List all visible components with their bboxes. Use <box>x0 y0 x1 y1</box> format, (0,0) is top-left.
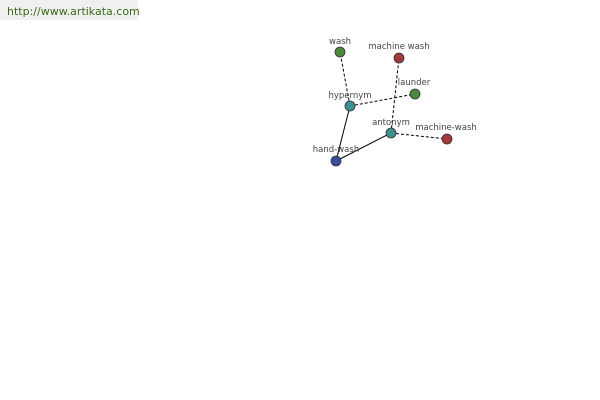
edges-layer <box>335 51 448 162</box>
url-bar: http://www.artikata.com <box>0 0 140 20</box>
edge-hypernym-wash <box>339 51 351 107</box>
node-machine_wash_2[interactable] <box>441 133 453 145</box>
edge-antonym-machine_wash_2 <box>390 132 448 140</box>
edge-hand_wash-antonym <box>335 132 392 162</box>
node-hand_wash[interactable] <box>330 155 342 167</box>
node-label-hypernym: hypernym <box>328 91 371 101</box>
node-label-launder: launder <box>398 78 431 88</box>
edge-antonym-machine_wash_1 <box>390 57 400 134</box>
site-url-link[interactable]: http://www.artikata.com <box>7 5 140 18</box>
edge-hand_wash-hypernym <box>335 105 351 162</box>
node-wash[interactable] <box>334 46 346 58</box>
nodes-layer <box>330 46 453 167</box>
labels-layer: wash machine wash launder hypernym antonym ma… <box>313 37 477 155</box>
node-label-machine_wash_1: machine wash <box>368 42 429 52</box>
node-label-wash: wash <box>329 37 351 47</box>
node-label-machine_wash_2: machine-wash <box>415 123 477 133</box>
edge-hypernym-launder <box>349 93 416 107</box>
node-antonym[interactable] <box>385 127 397 139</box>
node-machine_wash_1[interactable] <box>393 52 405 64</box>
node-label-antonym: antonym <box>372 118 410 128</box>
node-hypernym[interactable] <box>344 100 356 112</box>
node-label-hand_wash: hand-wash <box>313 145 359 155</box>
node-launder[interactable] <box>409 88 421 100</box>
